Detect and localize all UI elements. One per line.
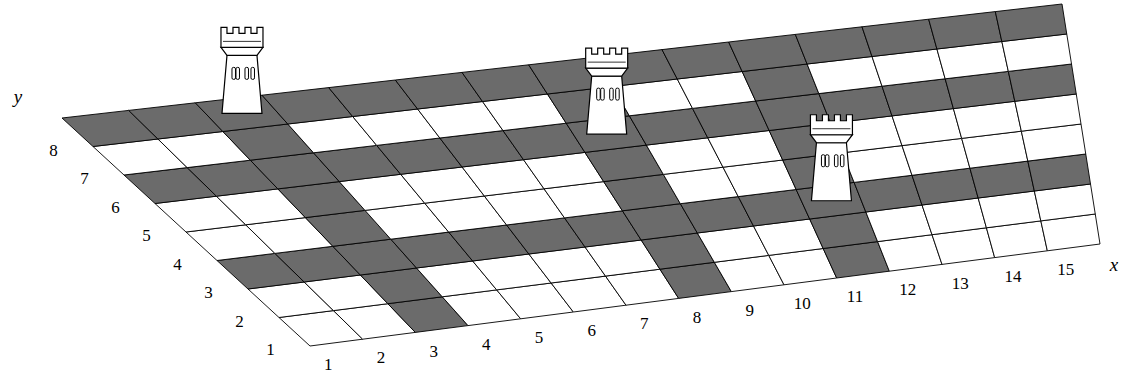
coordinate-label: 6 [111,199,120,216]
coordinate-label: 2 [377,349,386,366]
coordinate-label: 5 [535,329,544,346]
coordinate-label: 1 [324,356,333,373]
rooks [221,27,852,200]
coordinate-label: 3 [429,343,438,360]
coordinate-label: 4 [482,336,491,353]
coordinate-label: 4 [173,256,182,273]
coordinate-label: 10 [794,295,811,312]
board-square [662,42,742,79]
coordinate-label: 8 [49,142,58,159]
coordinate-label: 12 [899,281,916,298]
coordinate-label: 7 [80,170,89,187]
rook-piece [810,115,852,201]
coordinate-label: 7 [640,315,649,332]
coordinate-label: 14 [1005,268,1022,285]
coordinate-label: 6 [587,322,596,339]
coordinate-label: 5 [142,227,151,244]
board-cells [62,4,1100,346]
board-square [729,34,807,71]
rook-piece [586,48,628,134]
coordinate-label: 9 [745,302,754,319]
coordinate-label: 3 [204,284,213,301]
board-square [929,12,1002,49]
board-square [795,27,872,64]
board-square [862,19,937,56]
axis-name: x [1110,255,1118,274]
board-square [995,4,1066,42]
coordinate-label: 8 [693,309,702,326]
coordinate-label: 15 [1057,261,1074,278]
axis-name: y [14,87,22,106]
coordinate-label: 2 [235,313,244,330]
coordinate-label: 11 [847,288,863,305]
coordinate-label: 13 [952,275,969,292]
coordinate-label: 1 [266,341,275,358]
rook-piece [221,27,263,113]
